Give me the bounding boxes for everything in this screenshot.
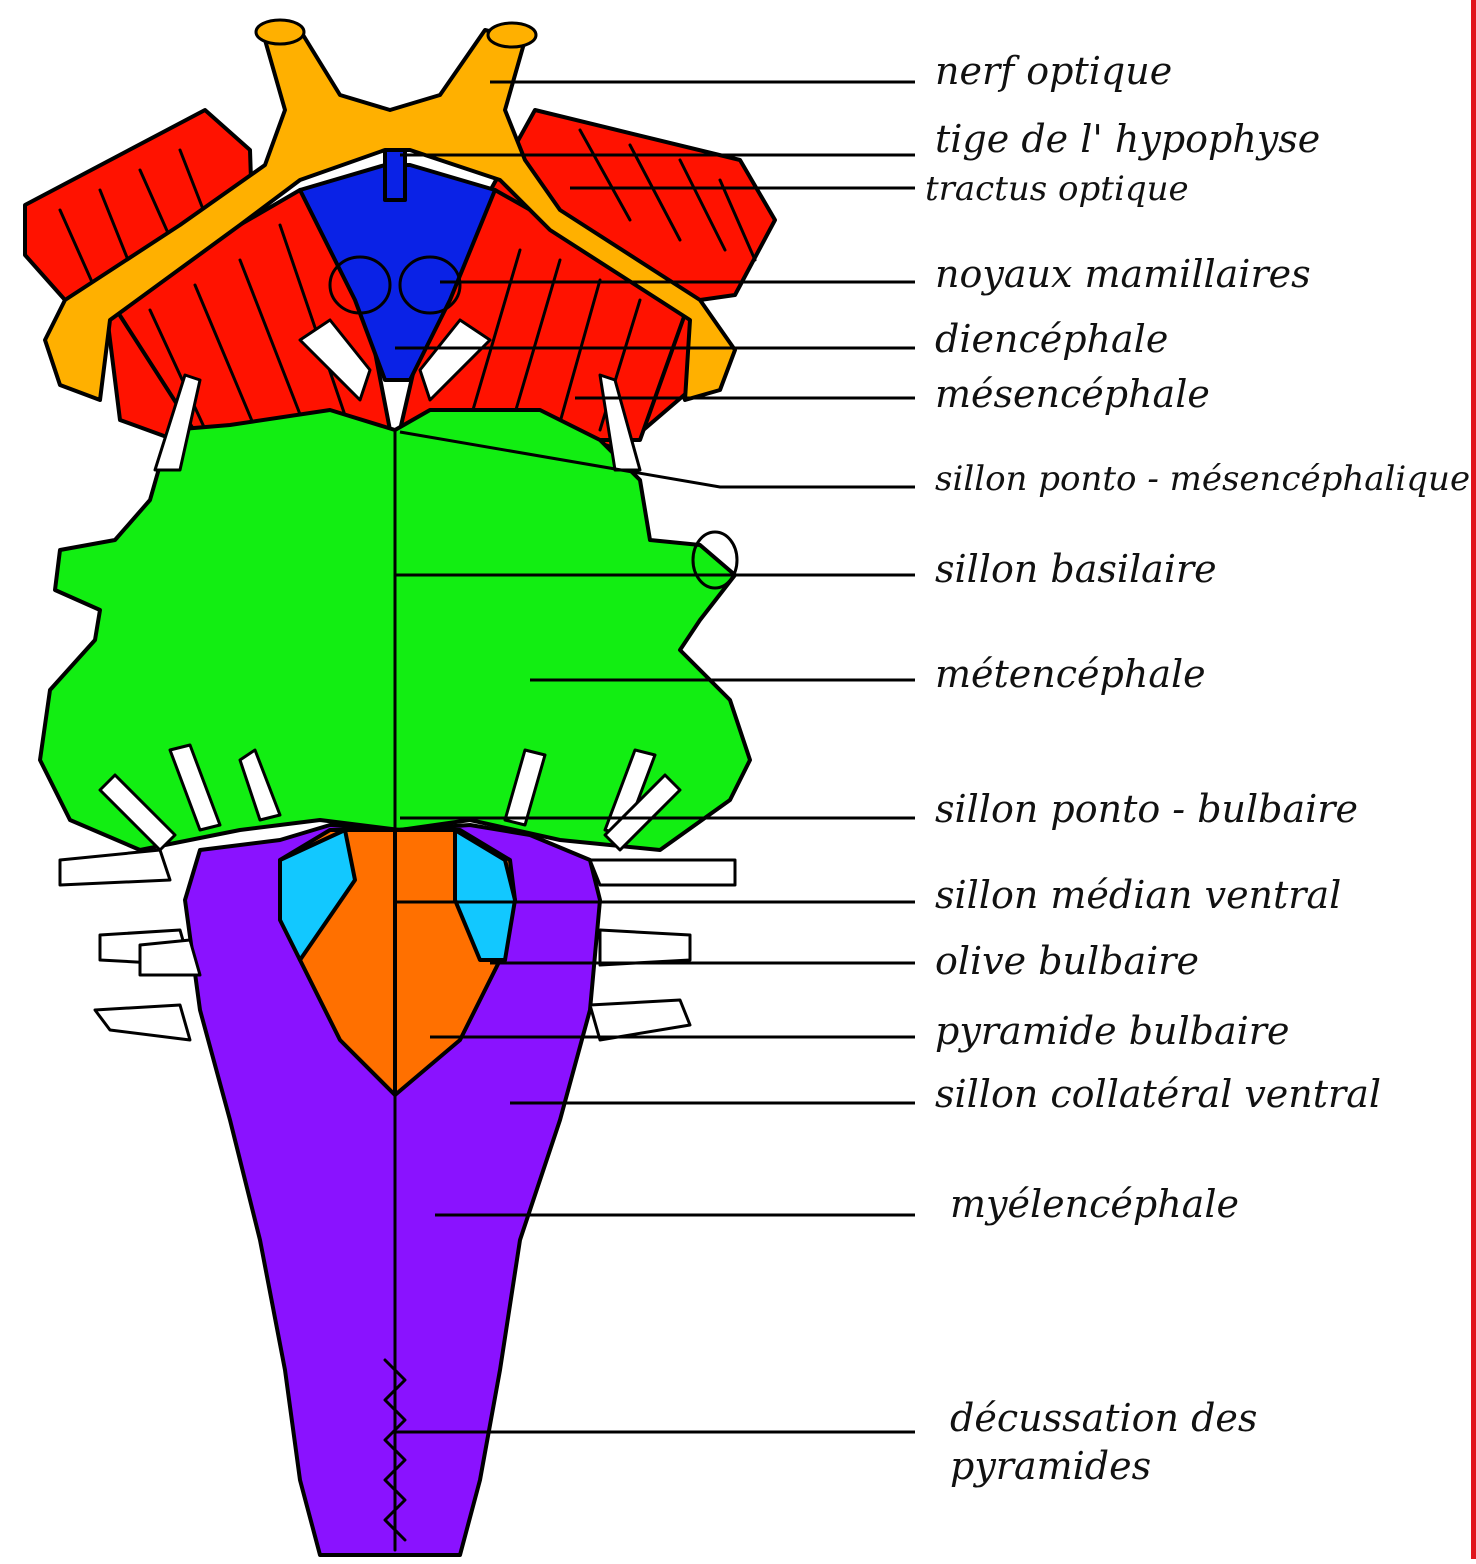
label-olive-bulbaire: olive bulbaire [935,942,1199,980]
optic-nerve-left-end [256,20,304,44]
label-sillon-ponto-bulbaire: sillon ponto - bulbaire [935,790,1358,828]
label-sillon-collateral-ventral: sillon collatéral ventral [935,1075,1381,1113]
label-sillon-basilaire: sillon basilaire [935,550,1217,588]
label-tractus-optique: tractus optique [925,172,1189,206]
optic-nerve-right-end [488,23,536,47]
label-decussation-pyramides: décussation des pyramides [950,1395,1257,1490]
label-myelencephale: myélencéphale [950,1185,1239,1223]
right-frame-border [1471,0,1476,1559]
label-mesencephale: mésencéphale [935,375,1210,413]
label-metencephale: métencéphale [935,655,1206,693]
label-nerf-optique: nerf optique [935,52,1172,90]
label-tige-hypophyse: tige de l' hypophyse [935,120,1320,158]
myelencephale-region [185,825,600,1555]
label-diencephale: diencéphale [935,320,1168,358]
label-noyaux-mamillaires: noyaux mamillaires [935,255,1311,293]
label-sillon-median-ventral: sillon médian ventral [935,876,1341,914]
label-sillon-ponto-mesencephalique: sillon ponto - mésencéphalique [935,462,1470,496]
label-pyramide-bulbaire: pyramide bulbaire [935,1012,1289,1050]
